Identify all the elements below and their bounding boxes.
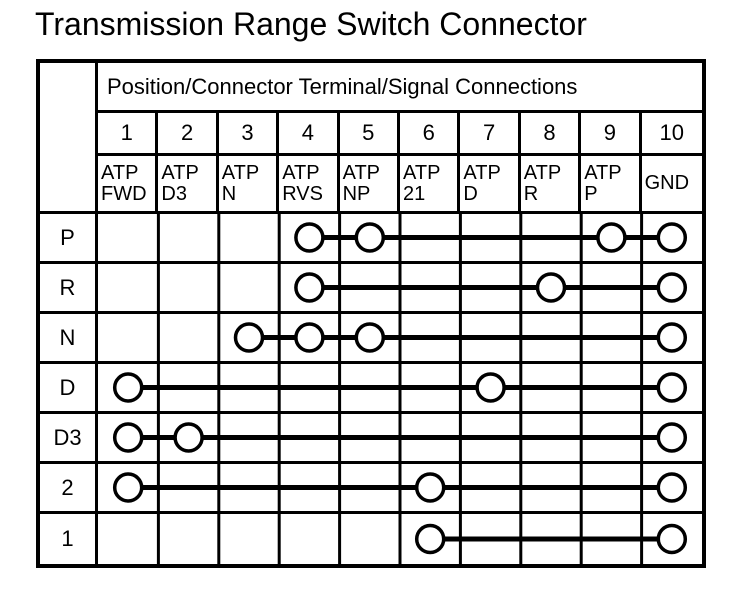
position-label-cell: 2	[40, 464, 98, 514]
terminal-circle	[596, 222, 627, 253]
table-corner-cell	[40, 63, 98, 214]
terminal-number-cell: 2	[158, 113, 219, 156]
terminal-number-cell: 3	[218, 113, 280, 156]
terminal-circle	[656, 472, 688, 503]
position-label-cell: R	[40, 264, 98, 314]
signal-name-cell: ATP N	[218, 156, 280, 214]
terminal-circle	[414, 523, 446, 555]
terminal-circle	[656, 372, 688, 403]
connection-row-strip	[98, 314, 702, 364]
diagram-title: Transmission Range Switch Connector	[35, 6, 587, 42]
terminal-number-cell: 4	[279, 113, 340, 156]
terminal-circle	[656, 272, 688, 303]
terminal-number-cell: 6	[400, 113, 461, 156]
terminal-number-cell: 5	[339, 113, 400, 156]
connection-row-svg	[156, 314, 688, 361]
signal-name-cell: ATP NP	[339, 156, 400, 214]
position-label-cell: 1	[40, 514, 98, 564]
connection-row-strip	[98, 464, 702, 514]
connection-row-svg	[112, 414, 688, 461]
terminal-circle	[112, 372, 144, 403]
terminal-circle	[414, 472, 446, 503]
terminal-circle	[294, 222, 325, 253]
terminal-circle	[656, 523, 688, 555]
terminal-circle	[112, 472, 144, 503]
terminal-circle	[294, 322, 325, 353]
terminal-circle	[112, 422, 144, 453]
terminal-circle	[173, 422, 204, 453]
terminal-circle	[535, 272, 567, 303]
table-header: Position/Connector Terminal/Signal Conne…	[98, 63, 702, 113]
terminal-circle	[233, 322, 265, 353]
connection-row-svg	[112, 364, 688, 411]
terminal-number-cell: 8	[520, 113, 582, 156]
connection-row-strip	[98, 514, 702, 564]
terminal-circle	[656, 322, 688, 353]
terminal-number-cell: 1	[98, 113, 159, 156]
terminal-circle	[294, 272, 325, 303]
terminal-circle	[475, 372, 506, 403]
connection-row-strip	[98, 364, 702, 414]
connection-row-strip	[98, 414, 702, 464]
terminal-number-cell: 10	[641, 113, 702, 156]
terminal-circle	[656, 222, 688, 253]
signal-name-cell: ATP P	[581, 156, 642, 214]
connection-row-svg	[156, 264, 688, 311]
signal-name-cell: ATP D	[460, 156, 521, 214]
connection-row-svg	[156, 214, 688, 261]
signal-name-cell: GND	[641, 156, 702, 214]
terminal-circle	[354, 322, 386, 353]
signal-name-cell: ATP FWD	[98, 156, 159, 214]
signal-name-cell: ATP RVS	[279, 156, 340, 214]
connection-table: Position/Connector Terminal/Signal Conne…	[36, 59, 706, 568]
position-label-cell: N	[40, 314, 98, 364]
position-label-cell: P	[40, 214, 98, 264]
signal-name-cell: ATP R	[520, 156, 582, 214]
terminal-number-cell: 9	[581, 113, 642, 156]
connection-row-strip	[98, 264, 702, 314]
position-label-cell: D3	[40, 414, 98, 464]
terminal-circle	[354, 222, 386, 253]
connection-row-svg	[156, 514, 688, 564]
connection-row-strip	[98, 214, 702, 264]
terminal-circle	[656, 422, 688, 453]
signal-name-cell: ATP 21	[400, 156, 461, 214]
terminal-number-cell: 7	[460, 113, 521, 156]
signal-name-cell: ATP D3	[158, 156, 219, 214]
position-label-cell: D	[40, 364, 98, 414]
connection-row-svg	[112, 464, 688, 511]
